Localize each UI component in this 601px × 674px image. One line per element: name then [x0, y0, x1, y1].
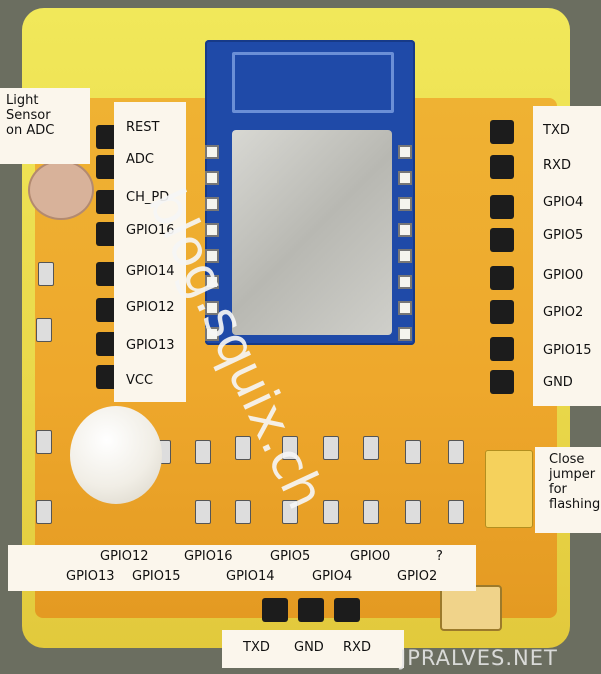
antenna-trace: [232, 52, 394, 113]
smd-resistor: [448, 500, 464, 524]
module-pad: [205, 145, 219, 159]
module-pad: [398, 145, 412, 159]
smd-resistor: [405, 500, 421, 524]
light-sensor-ldr: [28, 160, 94, 220]
bottom-gpio-label-box: [8, 545, 476, 591]
bottom-gpio-label: ?: [436, 549, 443, 564]
right-pin-label: GND: [543, 375, 573, 390]
smd-resistor: [405, 440, 421, 464]
bottom-gpio-label: GPIO14: [226, 569, 275, 584]
left-pin-label: VCC: [126, 373, 154, 388]
capacitor: [440, 585, 502, 631]
serial-header-pin: [262, 598, 288, 622]
serial-pin-label: GND: [294, 640, 324, 655]
bottom-gpio-label: GPIO16: [184, 549, 233, 564]
right-header-pin: [490, 266, 514, 290]
right-header-pin: [490, 370, 514, 394]
smd-resistor: [448, 440, 464, 464]
module-pad: [398, 171, 412, 185]
module-pad: [398, 301, 412, 315]
flash-jumper: [485, 450, 533, 528]
smd-resistor: [282, 436, 298, 460]
serial-pin-label: RXD: [343, 640, 371, 655]
module-pad: [398, 327, 412, 341]
serial-label-box: [222, 630, 404, 668]
left-pin-label: CH_PD: [126, 190, 170, 205]
light-sensor-label: Light Sensor on ADC: [0, 88, 90, 164]
corner-watermark: JPRALVES.NET: [400, 646, 558, 670]
smd-resistor: [38, 262, 54, 286]
smd-resistor: [36, 500, 52, 524]
right-header-pin: [490, 120, 514, 144]
module-pad: [205, 275, 219, 289]
left-pin-label: GPIO13: [126, 338, 175, 353]
right-pin-label: GPIO5: [543, 228, 584, 243]
left-pin-label-box: [114, 102, 186, 402]
smd-resistor: [323, 436, 339, 460]
module-pad: [205, 327, 219, 341]
smd-resistor: [36, 318, 52, 342]
right-pin-label: RXD: [543, 158, 571, 173]
metal-shield: [232, 130, 392, 335]
right-pin-label: TXD: [543, 123, 570, 138]
module-pad: [205, 249, 219, 263]
left-pin-label: GPIO14: [126, 264, 175, 279]
module-pad: [398, 275, 412, 289]
right-header-pin: [490, 155, 514, 179]
smd-resistor: [36, 430, 52, 454]
serial-header-pin: [298, 598, 324, 622]
smd-resistor: [195, 500, 211, 524]
bottom-gpio-label: GPIO2: [397, 569, 438, 584]
smd-resistor: [323, 500, 339, 524]
smd-resistor: [235, 500, 251, 524]
smd-resistor: [235, 436, 251, 460]
bottom-gpio-label: GPIO13: [66, 569, 115, 584]
module-pad: [205, 197, 219, 211]
right-header-pin: [490, 228, 514, 252]
right-pin-label: GPIO15: [543, 343, 592, 358]
right-header-pin: [490, 337, 514, 361]
jumper-label: Close jumper for flashing: [535, 447, 601, 533]
bottom-gpio-label: GPIO0: [350, 549, 391, 564]
rgb-led: [70, 406, 162, 504]
right-pin-label: GPIO4: [543, 195, 584, 210]
right-pin-label: GPIO0: [543, 268, 584, 283]
module-pad: [398, 197, 412, 211]
smd-resistor: [363, 436, 379, 460]
right-header-pin: [490, 300, 514, 324]
right-pin-label: GPIO2: [543, 305, 584, 320]
serial-pin-label: TXD: [243, 640, 270, 655]
left-pin-label: ADC: [126, 152, 154, 167]
module-pad: [398, 249, 412, 263]
right-header-pin: [490, 195, 514, 219]
module-pad: [205, 301, 219, 315]
smd-resistor: [195, 440, 211, 464]
left-pin-label: REST: [126, 120, 160, 135]
left-pin-label: GPIO12: [126, 300, 175, 315]
left-pin-label: GPIO16: [126, 223, 175, 238]
smd-resistor: [363, 500, 379, 524]
right-pin-label-box: [533, 106, 601, 406]
serial-header-pin: [334, 598, 360, 622]
module-pad: [398, 223, 412, 237]
smd-resistor: [282, 500, 298, 524]
bottom-gpio-label: GPIO12: [100, 549, 149, 564]
bottom-gpio-label: GPIO15: [132, 569, 181, 584]
bottom-gpio-label: GPIO4: [312, 569, 353, 584]
module-pad: [205, 171, 219, 185]
bottom-gpio-label: GPIO5: [270, 549, 311, 564]
module-pad: [205, 223, 219, 237]
